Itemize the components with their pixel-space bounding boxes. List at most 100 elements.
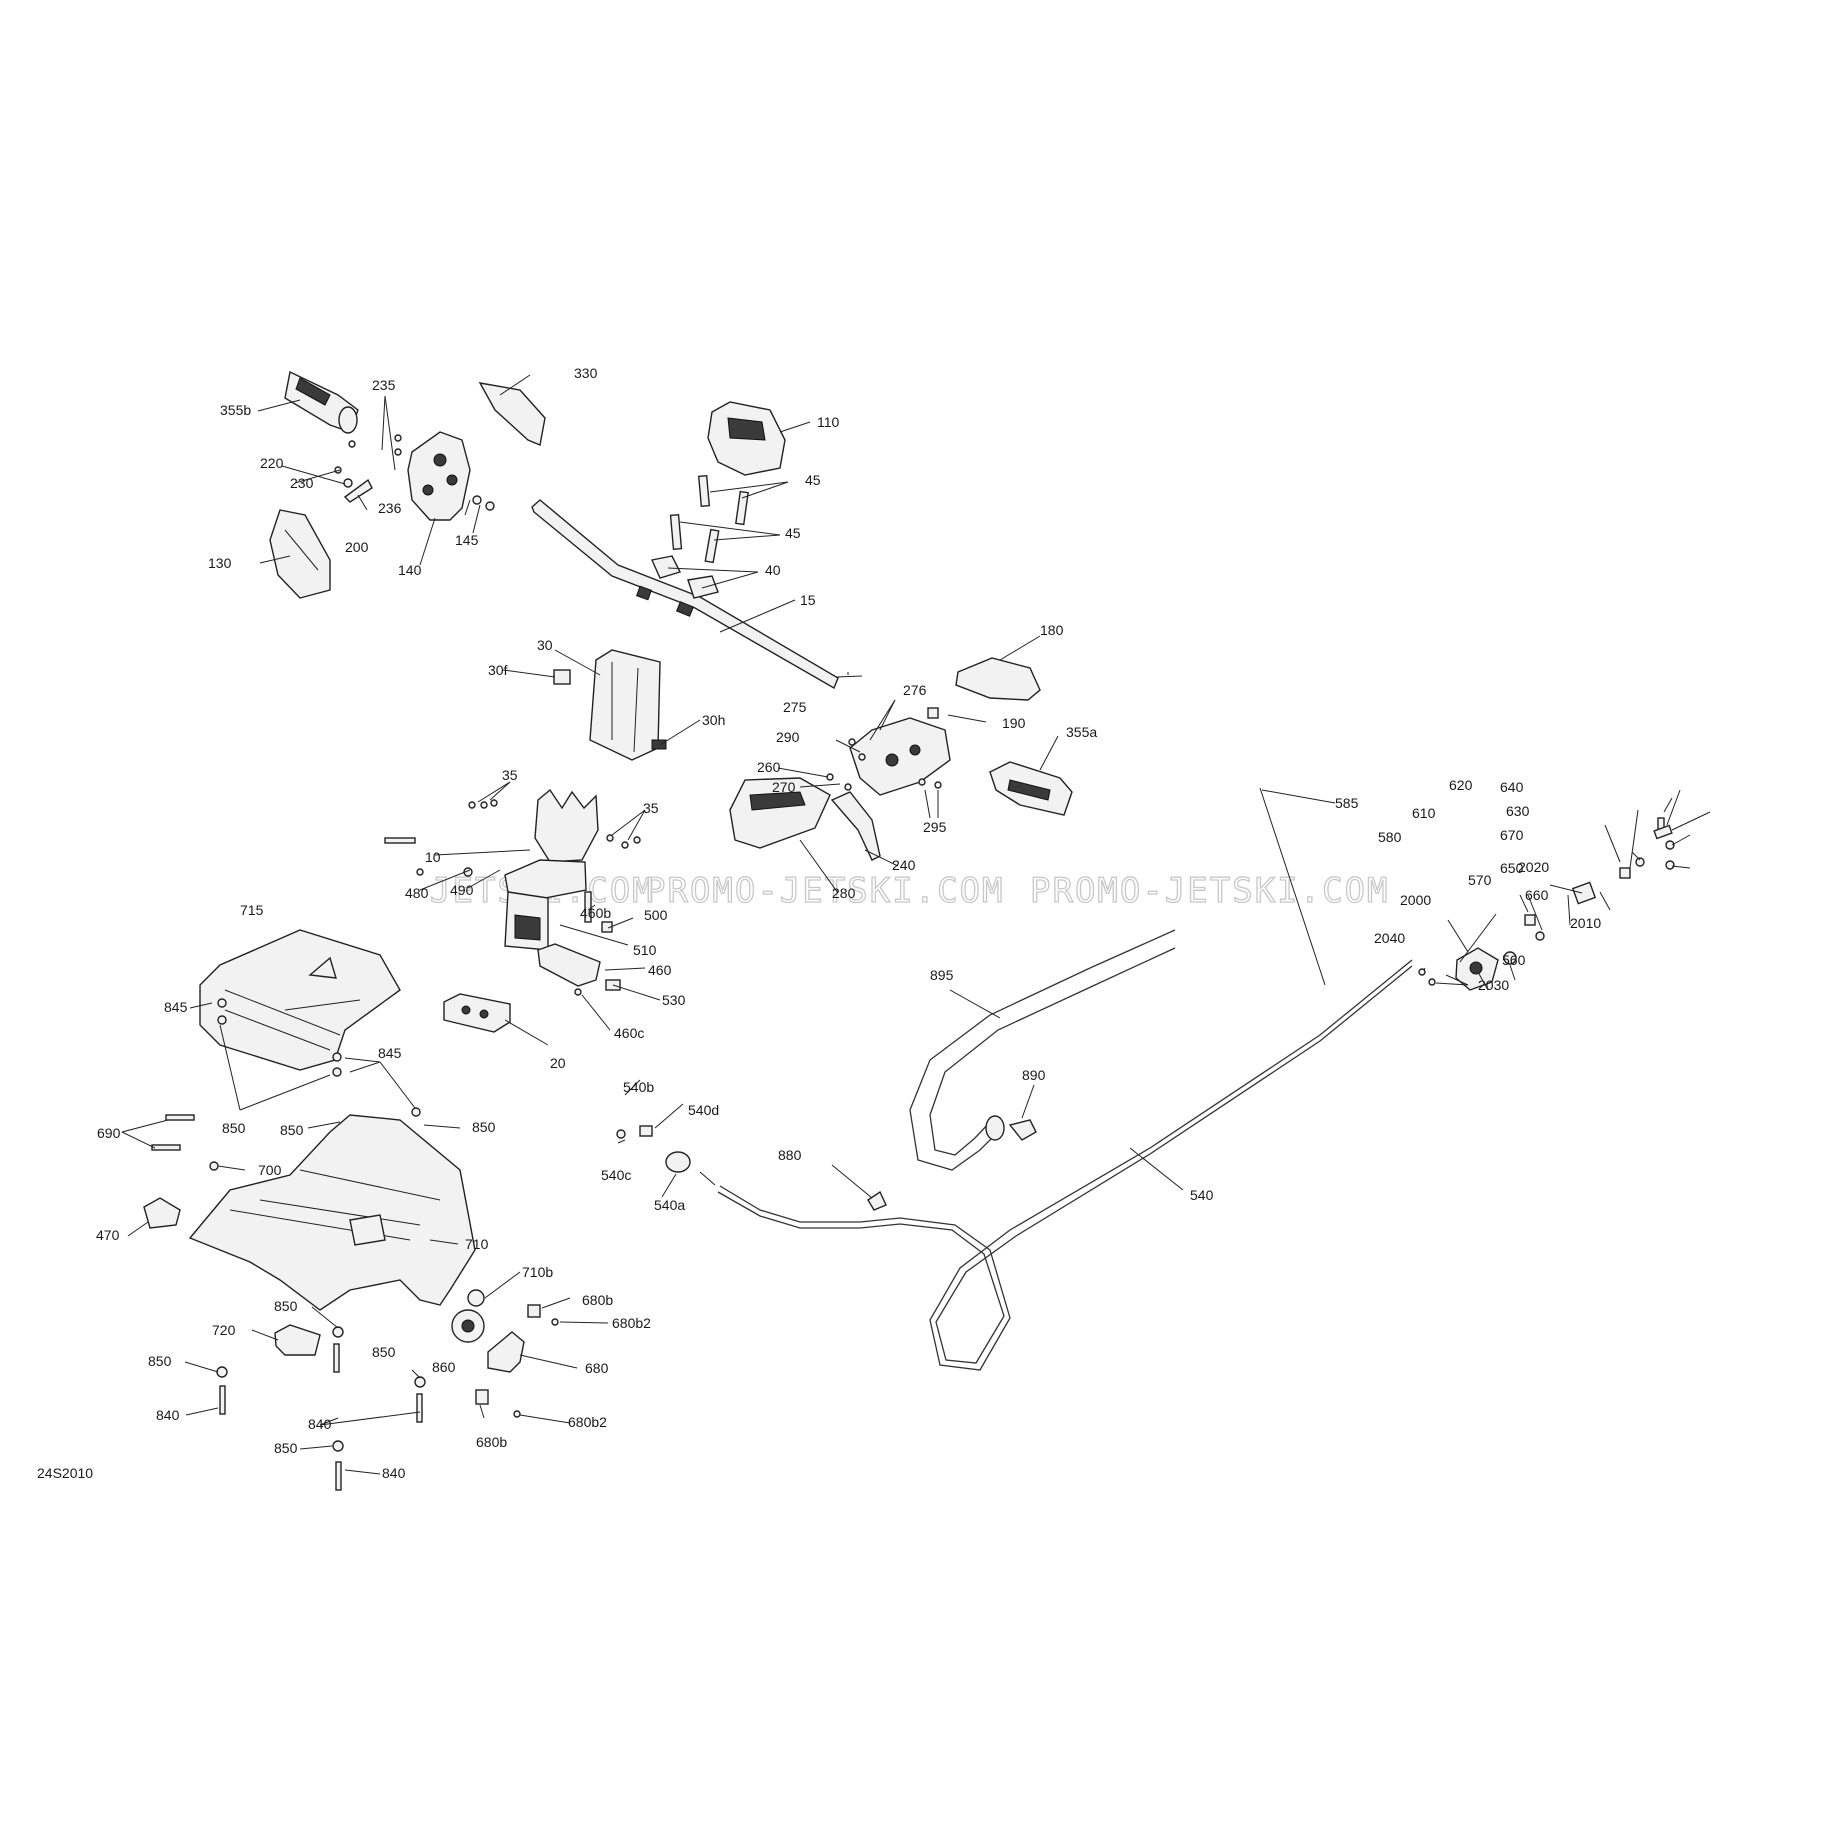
handlebar-15 — [531, 499, 839, 690]
label-240: 240 — [892, 857, 916, 873]
label-570: 570 — [1468, 872, 1492, 888]
switch-housing-290 — [849, 717, 951, 796]
label-640: 640 — [1500, 779, 1524, 795]
label-560: 560 — [1502, 952, 1526, 968]
label-850-d: 850 — [274, 1298, 298, 1314]
label-2000: 2000 — [1400, 892, 1431, 908]
label-15: 15 — [800, 592, 816, 608]
label-145: 145 — [455, 532, 479, 548]
label-540a: 540a — [654, 1197, 685, 1213]
label-200: 200 — [345, 539, 369, 555]
label-2020: 2020 — [1518, 859, 1549, 875]
label-845-b: 845 — [378, 1045, 402, 1061]
bolts-45 — [669, 474, 749, 564]
throttle-lever-240 — [830, 791, 881, 861]
label-460: 460 — [648, 962, 672, 978]
label-275: 275 — [783, 699, 807, 715]
label-845-a: 845 — [164, 999, 188, 1015]
label-540b: 540b — [623, 1079, 654, 1095]
housing-2000-cluster — [1418, 817, 1675, 991]
label-460c: 460c — [614, 1025, 644, 1041]
label-276: 276 — [903, 682, 927, 698]
nut-860 — [451, 1289, 485, 1343]
bracket-720 — [274, 1324, 321, 1356]
label-2030: 2030 — [1478, 977, 1509, 993]
label-30h: 30h — [702, 712, 725, 728]
label-460b: 460b — [580, 905, 611, 921]
label-660: 660 — [1525, 887, 1549, 903]
label-680b2-a: 680b2 — [612, 1315, 651, 1331]
label-140: 140 — [398, 562, 422, 578]
label-585: 585 — [1335, 795, 1359, 811]
label-680b2-b: 680b2 — [568, 1414, 607, 1430]
label-690: 690 — [97, 1125, 121, 1141]
grip-355b — [284, 370, 359, 434]
label-840-a: 840 — [156, 1407, 180, 1423]
cover-330 — [478, 382, 546, 446]
label-530: 530 — [662, 992, 686, 1008]
watermark-2: PROMO-JETSKI.COM — [645, 871, 1005, 911]
label-850-g: 850 — [274, 1440, 298, 1456]
label-40: 40 — [765, 562, 781, 578]
label-895: 895 — [930, 967, 954, 983]
cable-540 — [719, 959, 1413, 1371]
label-540: 540 — [1190, 1187, 1214, 1203]
label-710: 710 — [465, 1236, 489, 1252]
watermark-3: PROMO-JETSKI.COM — [1030, 871, 1390, 911]
label-715: 715 — [240, 902, 264, 918]
label-2040: 2040 — [1374, 930, 1405, 946]
hose-895 — [909, 929, 1176, 1171]
label-850-a: 850 — [222, 1120, 246, 1136]
label-290: 290 — [776, 729, 800, 745]
label-30: 30 — [537, 637, 553, 653]
steering-column-10 — [504, 788, 599, 951]
label-620: 620 — [1449, 777, 1473, 793]
cable-end-540a — [616, 1125, 716, 1186]
label-670: 670 — [1500, 827, 1524, 843]
label-680b-a: 680b — [582, 1292, 613, 1308]
label-480: 480 — [405, 885, 429, 901]
label-230: 230 — [290, 475, 314, 491]
label-540c: 540c — [601, 1167, 631, 1183]
label-710b: 710b — [522, 1264, 553, 1280]
label-355b: 355b — [220, 402, 251, 418]
cover-130 — [269, 509, 331, 599]
label-180: 180 — [1040, 622, 1064, 638]
bracket-470 — [143, 1197, 181, 1229]
label-880: 880 — [778, 1147, 802, 1163]
label-235: 235 — [372, 377, 396, 393]
label-540d: 540d — [688, 1102, 719, 1118]
figure-code: 24S2010 — [37, 1465, 93, 1481]
label-45-b: 45 — [785, 525, 801, 541]
label-270: 270 — [772, 779, 796, 795]
bushing-20 — [443, 993, 511, 1033]
label-680: 680 — [585, 1360, 609, 1376]
label-2010: 2010 — [1570, 915, 1601, 931]
cable-585 — [1259, 787, 1326, 986]
plate-715 — [199, 929, 401, 1071]
part-labels: 355b 235 330 110 220 230 236 45 145 200 … — [96, 365, 1601, 1481]
label-190: 190 — [1002, 715, 1026, 731]
label-720: 720 — [212, 1322, 236, 1338]
label-680b-b: 680b — [476, 1434, 507, 1450]
grip-355a — [989, 761, 1073, 816]
label-700: 700 — [258, 1162, 282, 1178]
label-35-a: 35 — [502, 767, 518, 783]
bracket-680 — [475, 1304, 541, 1405]
label-850-f: 850 — [148, 1353, 172, 1369]
label-470: 470 — [96, 1227, 120, 1243]
label-850-b: 850 — [280, 1122, 304, 1138]
bracket-460 — [537, 943, 601, 987]
label-45-a: 45 — [805, 472, 821, 488]
label-10: 10 — [425, 849, 441, 865]
label-490: 490 — [450, 882, 474, 898]
label-35-b: 35 — [643, 800, 659, 816]
label-330: 330 — [574, 365, 598, 381]
label-650: 650 — [1500, 860, 1524, 876]
label-630: 630 — [1506, 803, 1530, 819]
label-295: 295 — [923, 819, 947, 835]
label-610: 610 — [1412, 805, 1436, 821]
label-30f: 30f — [488, 662, 508, 678]
